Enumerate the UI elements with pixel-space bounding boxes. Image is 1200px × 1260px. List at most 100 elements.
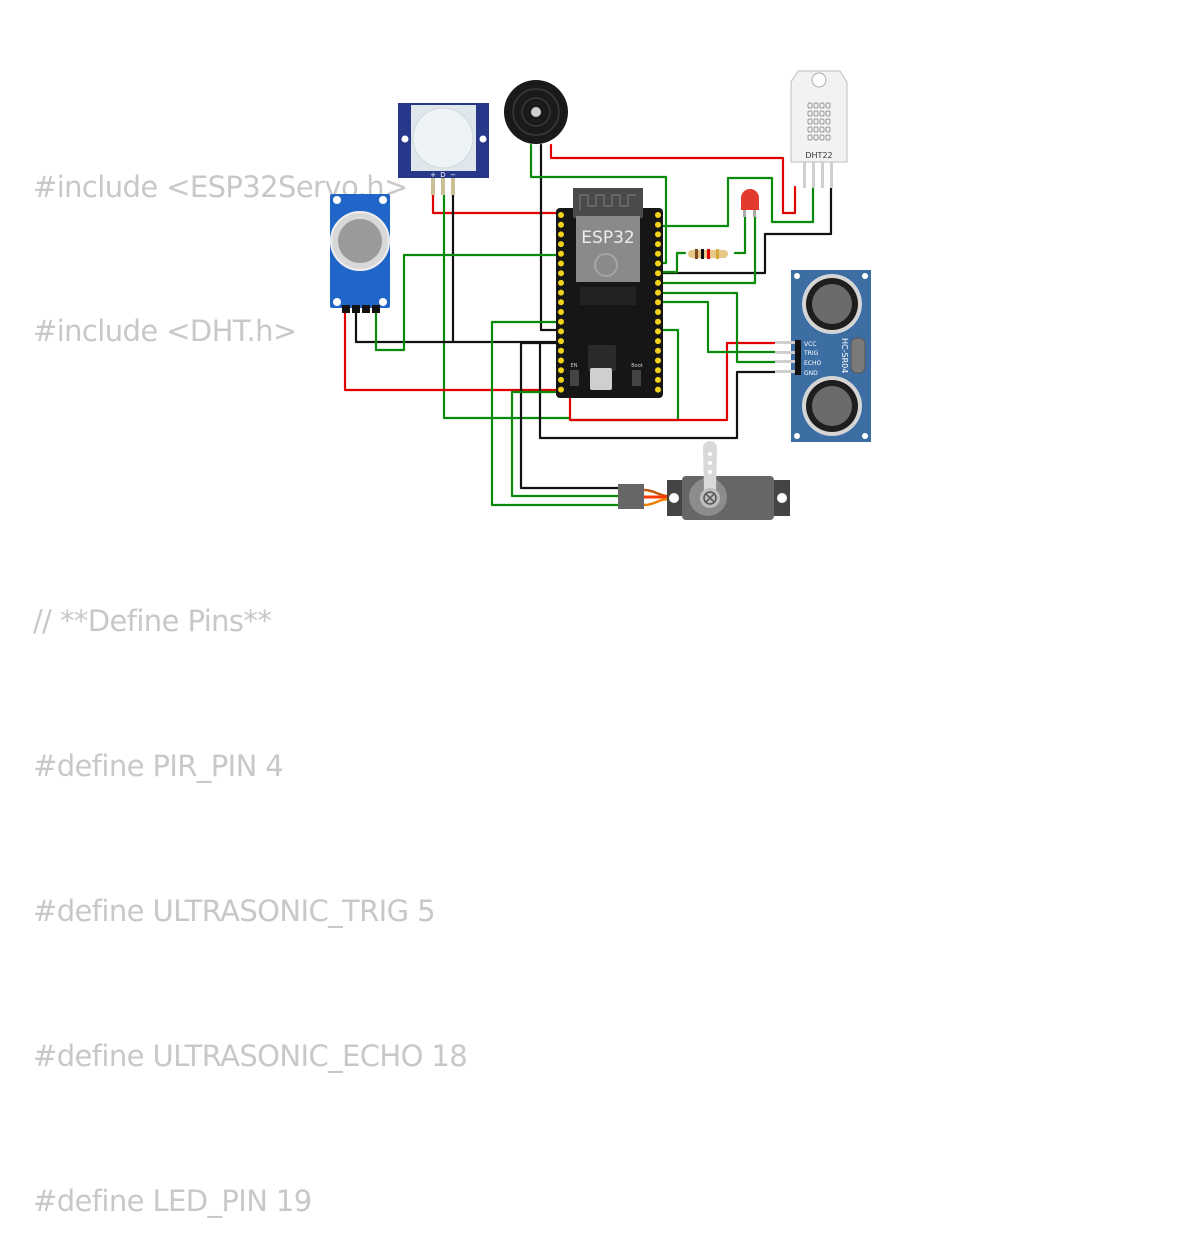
dht-vent [819, 110, 825, 117]
esp32-pin[interactable] [558, 241, 564, 248]
wire-buzzer-gnd[interactable] [539, 143, 562, 332]
boot-button[interactable] [632, 370, 641, 386]
esp32-pin[interactable] [558, 212, 564, 218]
esp32-pin[interactable] [558, 221, 564, 228]
esp32-board[interactable]: ESP32 EN Boot [556, 188, 663, 398]
dht-vent-grid [807, 102, 831, 141]
hc-sr04-label: HC-SR04 [840, 338, 849, 373]
dht-vent [825, 126, 831, 133]
boot-label: Boot [631, 363, 643, 369]
wire-servo-gnd[interactable] [519, 341, 622, 490]
wire-dht-gnd[interactable] [656, 185, 833, 275]
esp32-pin[interactable] [655, 357, 661, 364]
esp32-pin[interactable] [558, 338, 564, 345]
esp32-pin[interactable] [558, 367, 564, 374]
wire-mq-vcc[interactable] [343, 308, 562, 392]
esp32-pin[interactable] [655, 318, 661, 325]
esp32-pin[interactable] [558, 376, 564, 383]
servo-motor[interactable] [618, 441, 790, 520]
wire-pir-vcc[interactable] [431, 193, 562, 215]
dht-vent [813, 134, 819, 141]
code-line: #define ULTRASONIC_TRIG 5 [33, 894, 436, 929]
esp32-pin[interactable] [558, 318, 564, 325]
esp32-pin[interactable] [655, 279, 661, 286]
circuit-diagram: + D − ESP32 EN [330, 70, 871, 520]
wire-buzzer-pos[interactable] [549, 143, 797, 215]
wire-dht-data[interactable] [656, 176, 815, 228]
esp32-pin[interactable] [655, 270, 661, 277]
dht-vent [807, 134, 813, 141]
us-pin-gnd: GND [804, 370, 818, 377]
esp32-pin[interactable] [558, 279, 564, 286]
esp32-pin[interactable] [558, 231, 564, 238]
esp32-pin[interactable] [655, 328, 661, 335]
esp32-pin[interactable] [655, 260, 661, 267]
en-button[interactable] [570, 370, 579, 386]
wire-resistor[interactable] [656, 251, 687, 274]
esp32-pin[interactable] [558, 328, 564, 335]
esp32-pin[interactable] [655, 338, 661, 345]
wire-us-gnd[interactable] [538, 340, 777, 440]
us-pin-vcc: VCC [804, 341, 816, 348]
dht-vent [807, 102, 813, 109]
esp32-pin-headers [558, 212, 661, 393]
resistor[interactable] [688, 249, 728, 259]
dht-vent [825, 102, 831, 109]
esp32-pin[interactable] [655, 221, 661, 228]
dht-vent [819, 134, 825, 141]
esp32-pin[interactable] [558, 386, 564, 393]
dht-label: DHT22 [805, 151, 832, 160]
pir-pin-data: D [440, 171, 445, 179]
dht-vent [813, 118, 819, 125]
code-line: #include <DHT.h> [33, 314, 297, 349]
us-pin-echo: ECHO [804, 360, 821, 367]
esp32-label: ESP32 [581, 228, 634, 248]
wires [343, 143, 833, 507]
pir-pin-gnd: − [450, 171, 456, 179]
esp32-pin[interactable] [558, 260, 564, 267]
wire-buzzer-signal[interactable] [529, 143, 668, 265]
wire-us-echo[interactable] [656, 291, 777, 364]
wire-led-cathode[interactable] [656, 213, 757, 285]
esp32-pin[interactable] [558, 250, 564, 257]
us-pin-trig: TRIG [803, 350, 819, 357]
dht22-sensor[interactable]: DHT22 [790, 70, 848, 188]
dht-vent [813, 126, 819, 133]
esp32-pin[interactable] [558, 309, 564, 315]
wire-mq-gnd[interactable] [354, 308, 455, 344]
esp32-pin[interactable] [558, 299, 564, 306]
wire-servo-vcc[interactable] [510, 390, 622, 498]
wire-us-trig[interactable] [656, 300, 777, 354]
esp32-pin[interactable] [655, 231, 661, 238]
esp32-pin[interactable] [655, 347, 661, 354]
dht-vent [819, 102, 825, 109]
code-line: #define LED_PIN 19 [33, 1183, 312, 1218]
code-line: #define PIR_PIN 4 [33, 749, 284, 784]
esp32-pin[interactable] [655, 241, 661, 248]
esp32-pin[interactable] [655, 367, 661, 374]
esp32-pin[interactable] [558, 270, 564, 277]
wire-pir-gnd[interactable] [451, 193, 562, 344]
esp32-pin[interactable] [655, 289, 661, 296]
esp32-pin[interactable] [655, 299, 661, 306]
wire-led-anode[interactable] [733, 213, 747, 255]
mq-gas-sensor[interactable] [330, 194, 390, 313]
pir-pin-vcc: + [430, 171, 436, 179]
dht-vent [825, 134, 831, 141]
buzzer[interactable] [504, 80, 568, 144]
wire-servo-signal[interactable] [490, 320, 622, 507]
dht-vent [807, 110, 813, 117]
esp32-pin[interactable] [655, 212, 661, 218]
dht-vent [807, 126, 813, 133]
wire-mq-aout[interactable] [374, 253, 562, 352]
pir-sensor[interactable]: + D − [398, 103, 489, 195]
esp32-pin[interactable] [558, 347, 564, 354]
led[interactable] [741, 189, 759, 217]
esp32-pin[interactable] [655, 386, 661, 393]
esp32-pin[interactable] [558, 357, 564, 364]
esp32-pin[interactable] [655, 376, 661, 383]
hc-sr04-ultrasonic[interactable]: HC-SR04 VCC TRIG ECHO GND [775, 270, 871, 442]
esp32-pin[interactable] [558, 289, 564, 296]
esp32-pin[interactable] [655, 250, 661, 257]
esp32-pin[interactable] [655, 309, 661, 315]
